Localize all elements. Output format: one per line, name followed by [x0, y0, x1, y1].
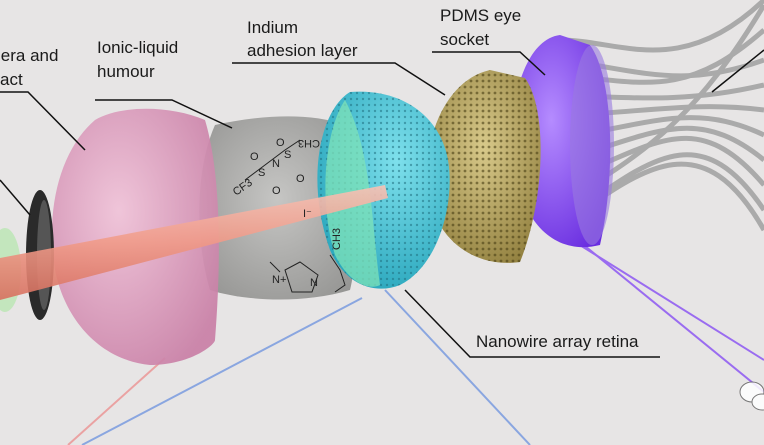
- wechat-watermark-icon: [739, 381, 764, 411]
- label-humour-line2: humour: [97, 62, 155, 81]
- o-label-4: O: [296, 173, 305, 185]
- label-humour-line1: Ionic-liquid: [97, 38, 179, 57]
- chemical-structure: [244, 139, 346, 293]
- o-label-1: O: [250, 151, 259, 163]
- o-label-2: O: [272, 185, 281, 197]
- label-pdms-line2: socket: [440, 30, 490, 49]
- blue-ray-left: [81, 297, 363, 445]
- o-label-3: O: [276, 137, 285, 149]
- s-label-2: S: [284, 149, 291, 161]
- ch3-label-2: CH3: [331, 228, 343, 250]
- label-sclera-line2: act: [0, 70, 23, 89]
- light-beam: [0, 185, 388, 300]
- iodide-label: I⁻: [303, 208, 312, 220]
- purple-wire-2: [584, 245, 764, 393]
- pink-ray: [67, 357, 166, 445]
- label-retina: Nanowire array retina: [476, 332, 639, 351]
- label-indium-line2: adhesion layer: [247, 41, 358, 60]
- leader-top-right: [711, 49, 764, 93]
- ch3-label: CH3: [298, 137, 320, 149]
- label-sclera-line1: lera and: [0, 46, 59, 65]
- socket-rim: [570, 45, 614, 245]
- label-indium-line1: Indium: [247, 18, 299, 37]
- s-label-1: S: [258, 167, 265, 179]
- n-plus-label: N+: [272, 274, 286, 286]
- n-label: N: [272, 158, 280, 170]
- n-label-2: N: [310, 277, 318, 289]
- blue-ray-right: [384, 289, 531, 445]
- leader-lines: [0, 51, 660, 358]
- purple-wire-1: [574, 241, 764, 361]
- label-pdms-line1: PDMS eye: [440, 6, 522, 25]
